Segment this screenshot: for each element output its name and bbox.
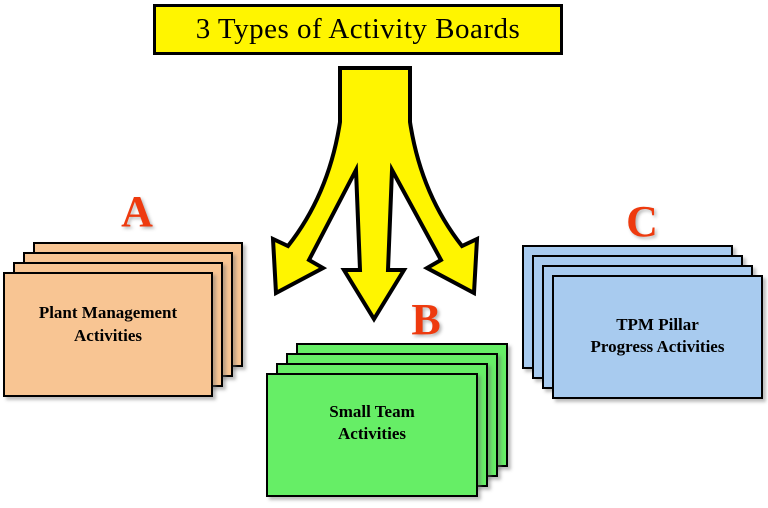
- group-label-a: A: [121, 187, 153, 236]
- card-stack-small-team: Small Team Activities: [266, 343, 508, 497]
- diagram-title: 3 Types of Activity Boards: [153, 4, 563, 55]
- group-label-c: C: [626, 197, 658, 246]
- three-way-split-arrow: [270, 66, 480, 323]
- split-arrow-shape: [270, 66, 480, 323]
- card-stack-tpm-pillar: TPM Pillar Progress Activities: [522, 245, 763, 399]
- group-label-b: B: [411, 295, 441, 344]
- card-front-tpm-pillar: TPM Pillar Progress Activities: [552, 275, 763, 399]
- card-front-small-team: Small Team Activities: [266, 373, 478, 497]
- card-stack-plant-management: Plant Management Activities: [3, 242, 243, 397]
- card-front-plant-management: Plant Management Activities: [3, 272, 213, 397]
